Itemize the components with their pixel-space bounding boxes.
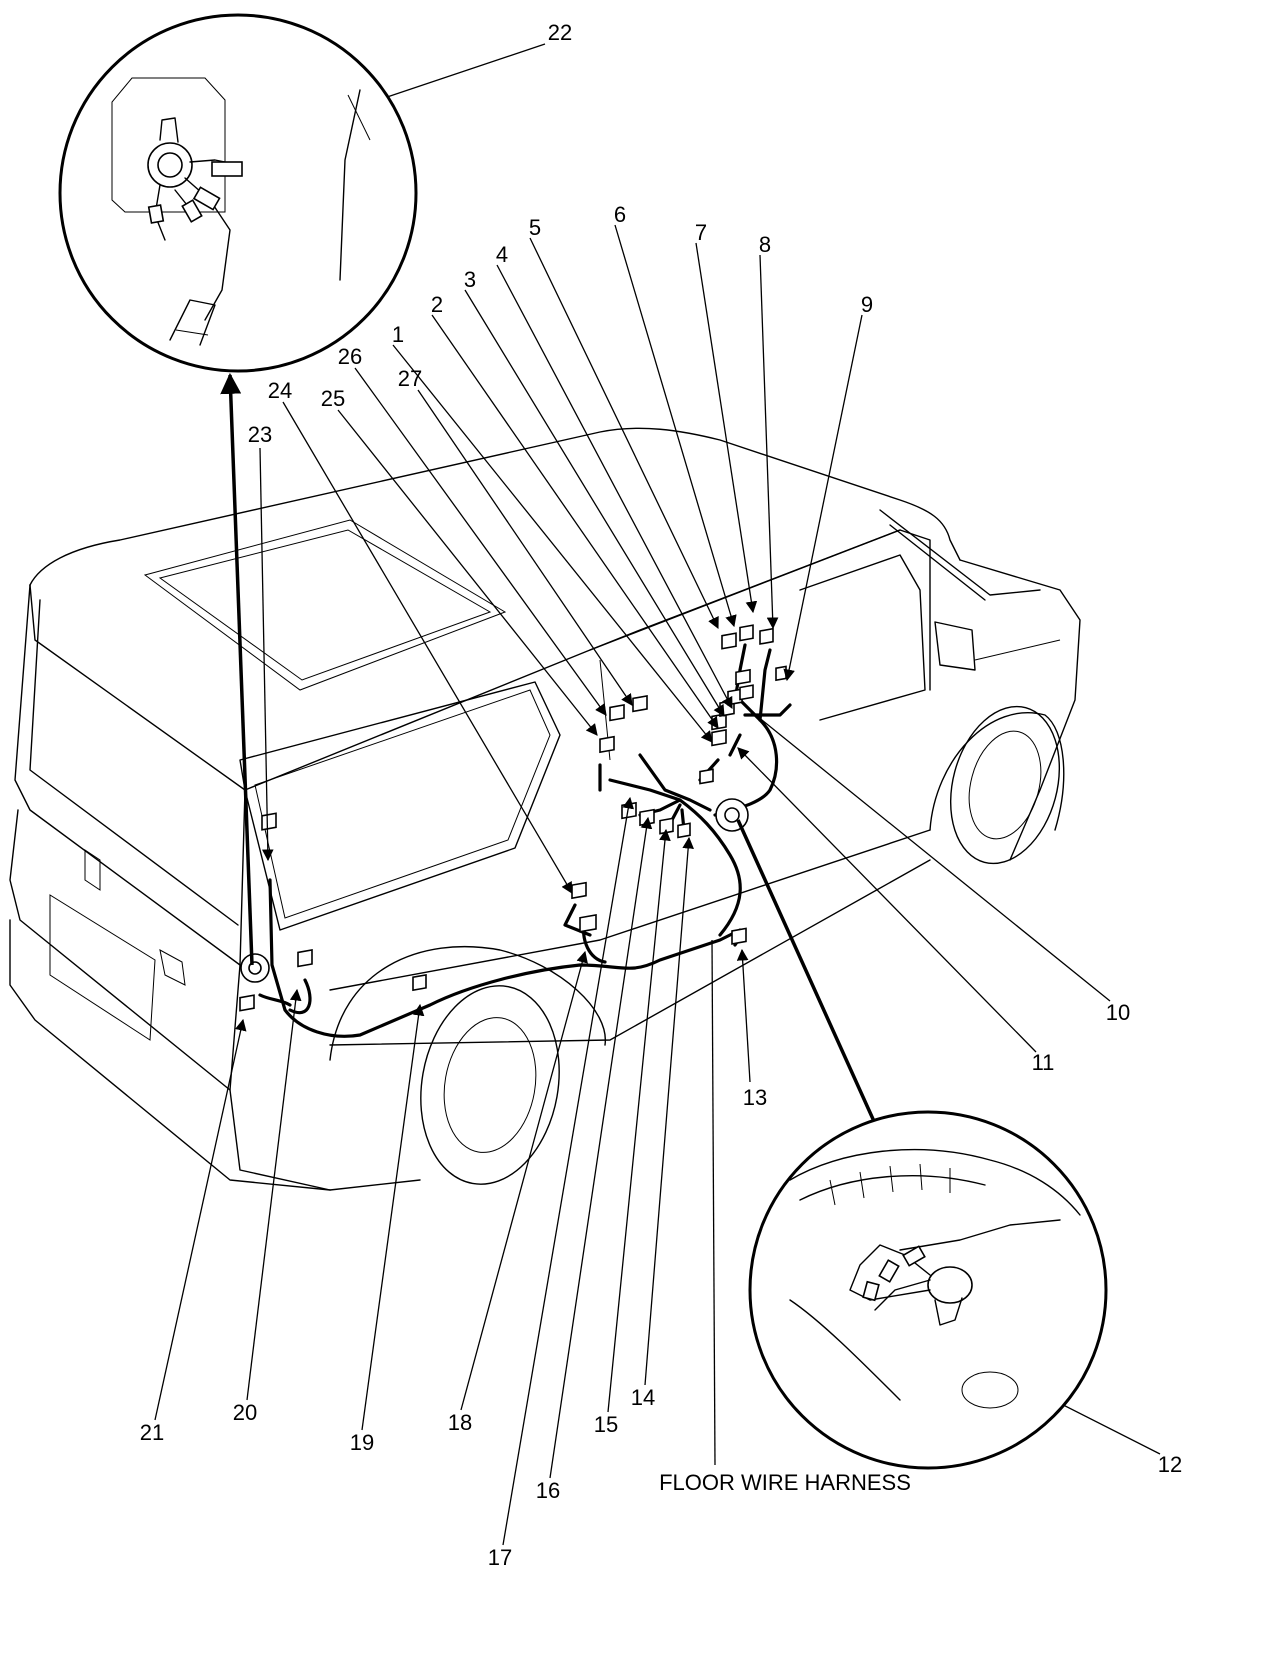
- callout-12: 12: [1158, 1452, 1182, 1477]
- connector-25: [571, 881, 587, 900]
- connector-24: [599, 735, 615, 754]
- callout-20: 20: [233, 1400, 257, 1425]
- callout-1: 1: [392, 322, 404, 347]
- callout-21: 21: [140, 1420, 164, 1445]
- connector-21: [239, 994, 255, 1012]
- grommet-front: [715, 798, 749, 832]
- callout-16: 16: [536, 1478, 560, 1503]
- connector-8: [759, 627, 774, 645]
- callout-6: 6: [614, 202, 626, 227]
- callout-10: 10: [1106, 1000, 1130, 1025]
- connector-10: [739, 684, 754, 701]
- grommet-rear: [240, 953, 270, 983]
- callout-27: 27: [398, 366, 422, 391]
- callout-14: 14: [631, 1385, 655, 1410]
- callout-3: 3: [464, 267, 476, 292]
- connector-7: [735, 668, 751, 686]
- vehicle-outline: [9, 427, 1081, 1191]
- connector-9: [775, 665, 787, 682]
- callout-18: 18: [448, 1410, 472, 1435]
- callout-labels: 1 2 3 4 5 6 7 8 9 10 11 12 13 14 15 16 1…: [140, 20, 1182, 1570]
- callout-25: 25: [321, 386, 345, 411]
- connectors: [239, 624, 787, 1012]
- callout-19: 19: [350, 1430, 374, 1455]
- callout-22: 22: [548, 20, 572, 45]
- connector-14: [677, 822, 691, 839]
- connector-5: [721, 632, 737, 650]
- connector-18: [579, 913, 597, 933]
- connector-1: [699, 768, 714, 785]
- connector-6: [739, 624, 754, 642]
- callout-11: 11: [1032, 1050, 1055, 1075]
- callout-15: 15: [594, 1412, 618, 1437]
- callout-5: 5: [529, 215, 541, 240]
- caption-floor-wire-harness: FLOOR WIRE HARNESS: [659, 1470, 911, 1495]
- callout-4: 4: [496, 242, 508, 267]
- connector-26: [609, 704, 625, 722]
- callout-7: 7: [695, 220, 707, 245]
- callout-17: 17: [488, 1545, 512, 1570]
- connector-13: [731, 927, 747, 945]
- detail-circle-upper: [58, 13, 418, 373]
- harness-routing: [258, 643, 792, 1038]
- callout-13: 13: [743, 1085, 767, 1110]
- callout-2: 2: [431, 292, 443, 317]
- callout-26: 26: [338, 344, 362, 369]
- connector-20: [297, 949, 313, 968]
- callout-8: 8: [759, 232, 771, 257]
- connector-23: [261, 812, 277, 831]
- callout-23: 23: [248, 422, 272, 447]
- connector-27: [632, 694, 648, 713]
- callout-24: 24: [268, 378, 292, 403]
- detail-circle-lower: [748, 1110, 1108, 1470]
- callout-9: 9: [861, 292, 873, 317]
- connector-11: [711, 729, 727, 747]
- connector-19: [412, 973, 427, 992]
